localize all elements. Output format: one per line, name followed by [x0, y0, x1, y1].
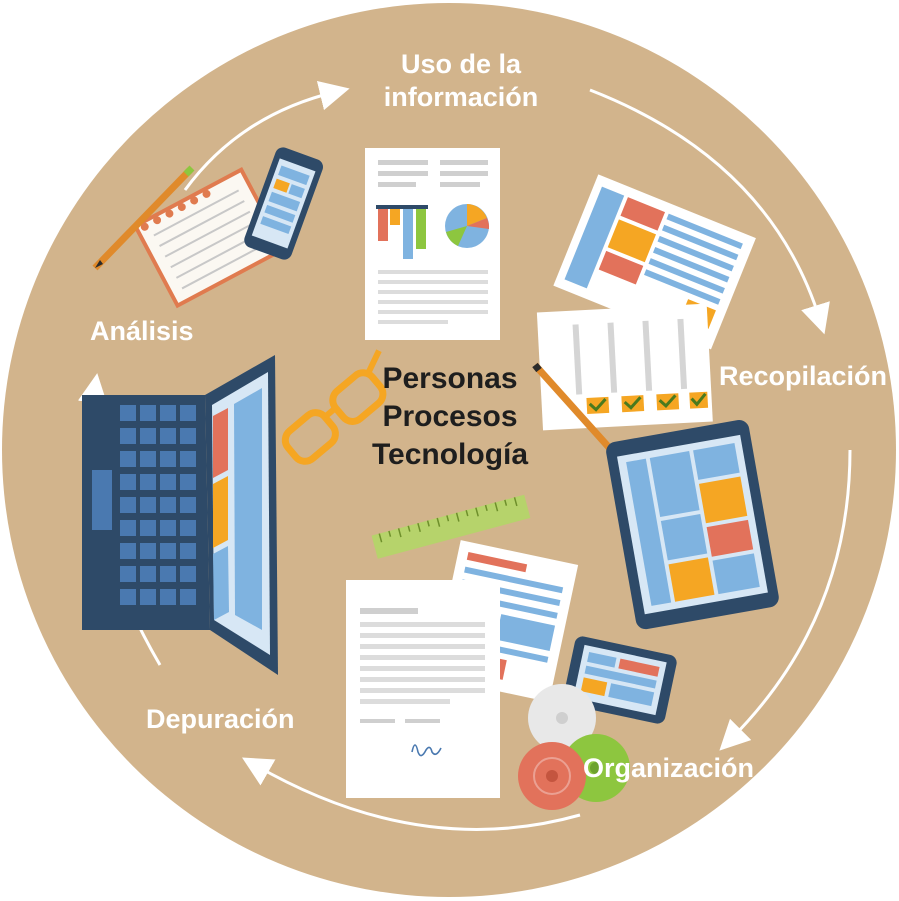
stage-label-recopilacion: Recopilación	[719, 361, 888, 391]
arrow-organizacion-to-depuracion	[241, 757, 581, 831]
center-text: Personas Procesos Tecnología	[350, 360, 550, 474]
center-line-tecnologia: Tecnología	[371, 438, 529, 471]
stage-label-uso-de-la-informacion: Uso de la información	[371, 48, 551, 114]
stage-label-uso-line: Uso de la	[400, 49, 522, 79]
arrow-uso-to-recopilacion	[589, 88, 830, 335]
pencil-illustration-2	[532, 362, 625, 465]
report-document-illustration	[365, 148, 500, 340]
signature-mark	[411, 744, 442, 757]
center-line-procesos: Procesos	[382, 400, 518, 433]
glasses-illustration	[281, 349, 387, 465]
signed-document-illustration	[346, 580, 500, 798]
stage-label-informacion-line: información	[383, 82, 539, 112]
center-line-personas: Personas	[382, 362, 518, 395]
arrow-analisis-to-uso	[183, 80, 350, 191]
phone-illustration	[244, 147, 323, 260]
ruler-illustration	[371, 494, 531, 559]
pencil-illustration	[92, 165, 195, 271]
tablet-illustration	[606, 420, 779, 630]
stage-label-organizacion: Organización	[583, 753, 755, 783]
stage-label-analisis: Análisis	[90, 316, 194, 346]
checklist-illustration	[536, 303, 713, 431]
arrow-recopilacion-to-organizacion	[719, 449, 852, 751]
discs-illustration	[518, 684, 630, 810]
stage-label-depuracion: Depuración	[146, 704, 295, 734]
laptop-illustration	[82, 355, 278, 675]
